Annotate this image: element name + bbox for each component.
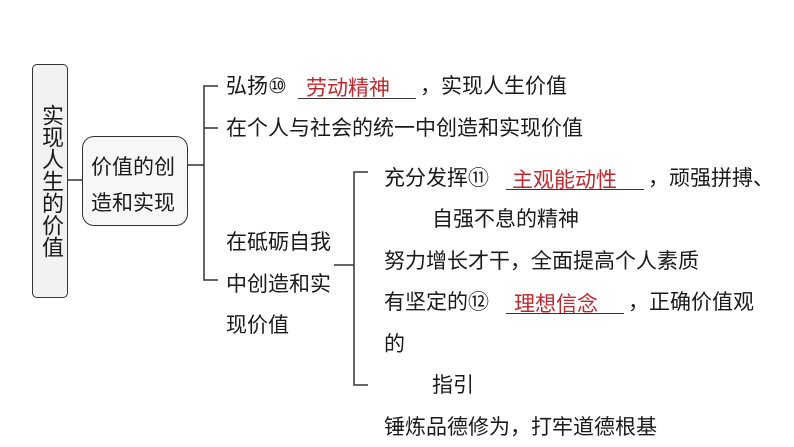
branch1-suffix: ，实现人生价值 — [420, 74, 567, 98]
item3-continuation2: 指引 — [432, 373, 474, 397]
item3-answer: 理想信念 — [514, 292, 598, 316]
branch1-line2: 在个人与社会的统一中创造和实现价值 — [226, 116, 583, 140]
branch1-prefix: 弘扬⑩ — [226, 74, 287, 98]
item2: 努力增长才干，全面提高个人素质 — [384, 249, 699, 273]
branch2-label-line1: 在砥砺自我 — [226, 230, 331, 254]
root-node: 实现人生的价值 — [32, 64, 68, 298]
item1-answer: 主观能动性 — [512, 168, 617, 192]
branch2-label-line3: 现价值 — [226, 313, 289, 337]
item1-prefix: 充分发挥⑪ — [384, 166, 489, 190]
item3-suffix: ，正确价值观 — [628, 290, 754, 314]
bracket-level2 — [203, 85, 218, 281]
branch2-label-line2: 中创造和实 — [226, 272, 331, 296]
item1-continuation: 自强不息的精神 — [432, 207, 579, 231]
root-label: 实现人生的价值 — [38, 104, 63, 258]
bracket-level3 — [353, 171, 368, 386]
branch1-answer-underline — [298, 98, 416, 99]
item1-answer-underline — [506, 189, 644, 190]
item4: 锤炼品德修为，打牢道德根基 — [384, 415, 657, 439]
item3-continuation1: 的 — [384, 332, 405, 356]
mid-label-line2: 造和实现 — [91, 191, 175, 215]
item3-answer-underline — [506, 313, 624, 314]
item3-prefix: 有坚定的⑫ — [384, 290, 489, 314]
branch1-answer: 劳动精神 — [306, 76, 390, 100]
mid-label-line1: 价值的创 — [91, 155, 175, 179]
item1-suffix: ，顽强拼搏、 — [648, 166, 774, 190]
value-creation-node: 价值的创 造和实现 — [82, 136, 188, 226]
